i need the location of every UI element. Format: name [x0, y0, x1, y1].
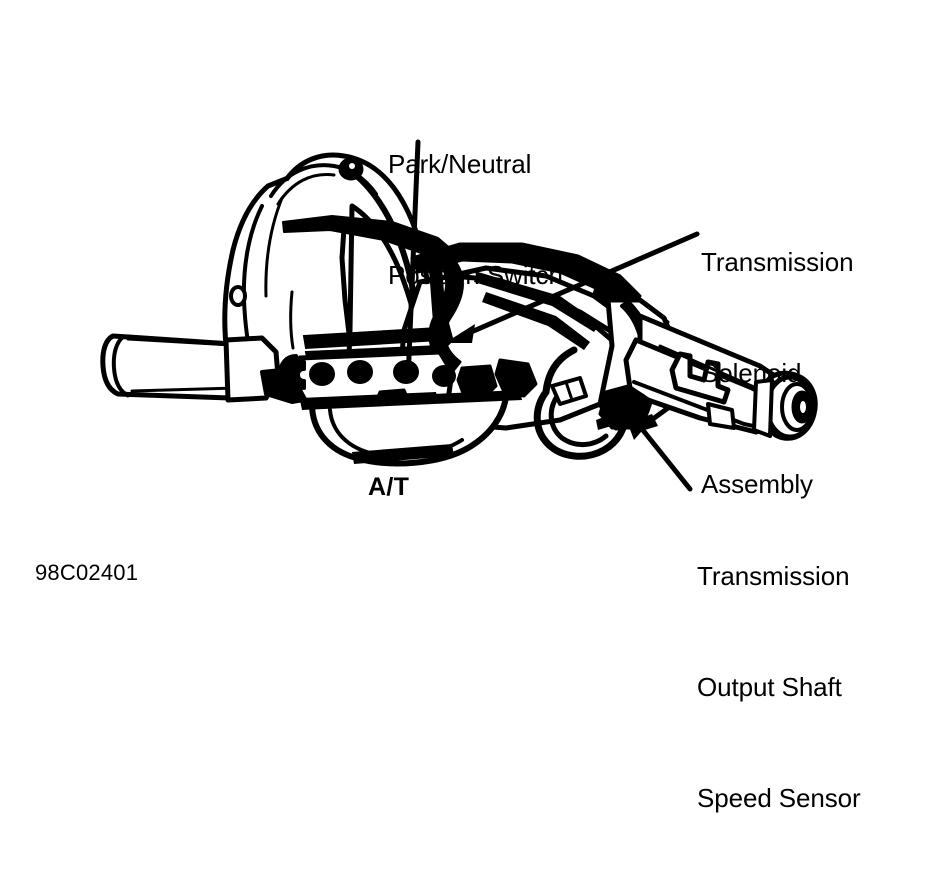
callout-line: Transmission — [701, 247, 854, 277]
fill-tube-bottom-edge — [130, 386, 238, 393]
speed-sensor-connector-line — [564, 381, 574, 401]
dipstick-cap-hole — [349, 163, 355, 169]
callout-line: Assembly — [701, 469, 813, 499]
speed-sensor-tab-1 — [596, 414, 618, 430]
fluid-fill-tube-group — [100, 333, 320, 404]
leader-arrow-speed-sensor — [622, 408, 648, 440]
solenoid-2 — [347, 360, 373, 384]
tailshaft-seam — [658, 344, 772, 396]
wiring-harness-inner — [548, 395, 609, 447]
callout-transmission-output-shaft-speed-sensor: Transmission Output Shaft Speed Sensor — [697, 484, 861, 891]
fill-tube-top-edge — [126, 337, 234, 347]
tailshaft-boss — [706, 402, 736, 430]
callout-line: Speed Sensor — [697, 783, 861, 813]
callout-line: Park/Neutral — [388, 149, 532, 179]
callout-line: Transmission — [697, 561, 850, 591]
oil-pan-drain-lip — [352, 444, 454, 464]
wiring-harness-loop — [533, 388, 630, 460]
wiring-harness-run — [542, 346, 578, 396]
transmission-type-label: A/T — [368, 473, 410, 501]
oil-pan-group — [300, 390, 522, 467]
fill-tube-end-ellipse — [111, 334, 130, 398]
output-flange-neck — [752, 378, 774, 438]
leader-arrow-solenoid — [445, 324, 475, 343]
callout-transmission-solenoid-assembly: Transmission Solenoid Assembly — [701, 170, 854, 577]
leader-line-park-neutral — [405, 139, 421, 383]
callout-line: Position Switch — [388, 260, 563, 290]
bell-housing-rib-2 — [289, 290, 295, 350]
oil-pan-flange — [300, 390, 522, 410]
transmission-diagram-figure: Park/Neutral Position Switch Transmissio… — [35, 72, 861, 813]
solenoid-4 — [432, 365, 456, 387]
oil-pan-outline — [309, 395, 509, 467]
transmission-line-drawing — [100, 139, 818, 492]
bell-housing-boss — [229, 285, 247, 307]
valve-body-plate — [302, 326, 442, 350]
fill-tube-body — [100, 333, 239, 401]
leader-line-solenoid — [459, 231, 700, 339]
solenoid-1 — [309, 362, 335, 386]
tailshaft-mount-bracket — [669, 351, 731, 405]
speed-sensor-group — [533, 346, 658, 460]
callout-line: Solenoid — [701, 358, 802, 388]
case-band-1 — [474, 272, 600, 332]
bell-housing-rib-1 — [264, 196, 284, 298]
leader-line-speed-sensor — [635, 421, 693, 492]
valve-body-connector-left-2 — [290, 360, 306, 390]
leader-lines-group — [405, 139, 700, 492]
output-flange-center-hole — [800, 401, 806, 413]
dipstick-cap — [338, 157, 364, 181]
bell-housing-ridge-2 — [276, 172, 336, 206]
callout-park-neutral-position-switch: Park/Neutral Position Switch — [388, 72, 563, 368]
output-flange-group — [752, 370, 818, 441]
valve-body-bracket-c — [494, 358, 538, 398]
case-band-2 — [482, 292, 590, 350]
figure-code-label: 98C02401 — [35, 560, 139, 585]
